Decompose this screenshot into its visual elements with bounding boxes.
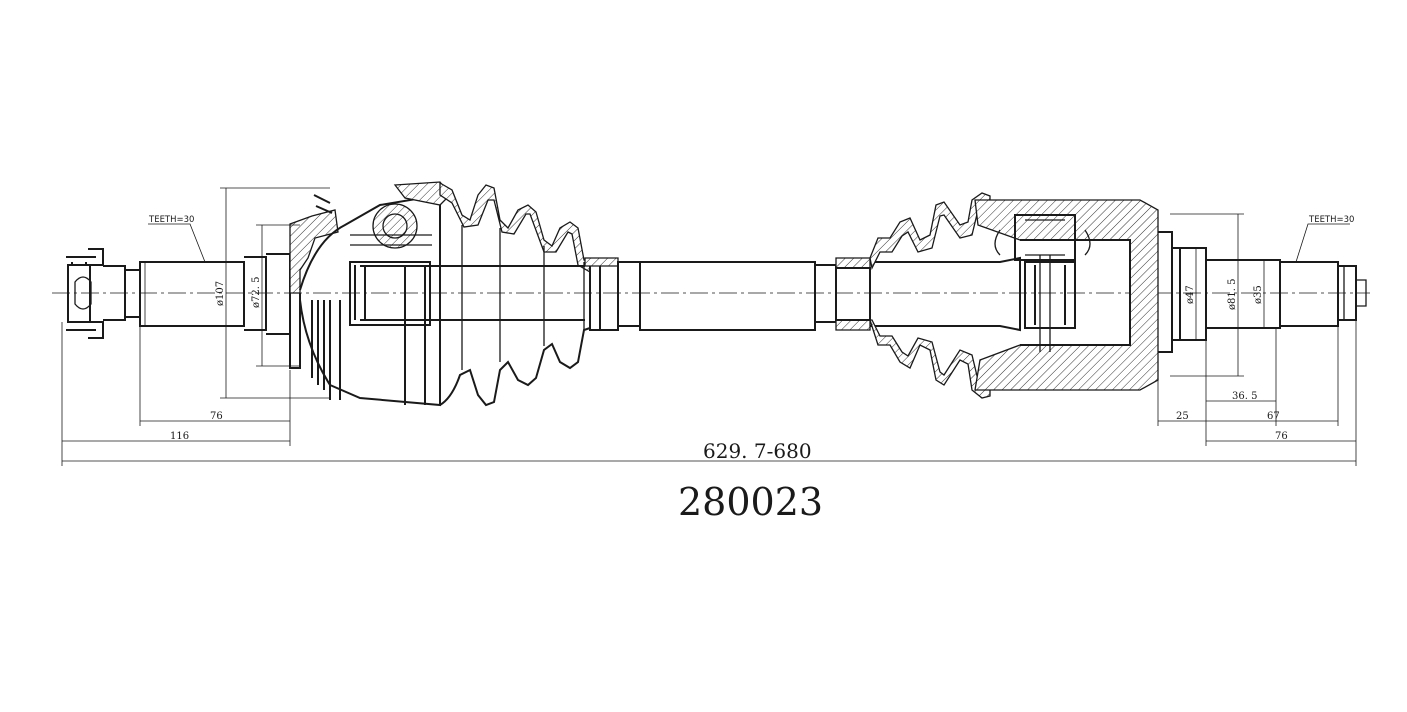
right-dia-81-label: ø81. 5 bbox=[1227, 279, 1238, 310]
left-teeth-label: TEETH=30 bbox=[148, 215, 194, 225]
right-dimensions bbox=[1157, 213, 1357, 466]
part-number: 280023 bbox=[678, 480, 823, 524]
right-teeth-label: TEETH=30 bbox=[1308, 215, 1354, 225]
right-tripod-joint bbox=[974, 199, 1159, 391]
right-dia-47-label: ø47 bbox=[1185, 285, 1196, 304]
right-dim-25-label: 25 bbox=[1176, 411, 1189, 422]
right-boot bbox=[869, 192, 991, 399]
middle-shaft bbox=[639, 256, 1021, 332]
left-dim-76-label: 76 bbox=[210, 411, 223, 422]
right-dim-67-label: 67 bbox=[1267, 411, 1280, 422]
right-dia-35-label: ø35 bbox=[1253, 285, 1264, 304]
right-dim-76-label: 76 bbox=[1275, 431, 1288, 442]
right-dim-36-label: 36. 5 bbox=[1232, 391, 1257, 402]
left-boot bbox=[439, 181, 591, 407]
left-dimensions bbox=[61, 187, 330, 466]
left-dia-72-label: ø72. 5 bbox=[251, 277, 262, 308]
left-dia-107-label: ø107 bbox=[215, 281, 226, 306]
overall-length-label: 629. 7-680 bbox=[703, 439, 812, 463]
left-dim-116-label: 116 bbox=[170, 431, 189, 442]
left-cv-joint bbox=[289, 181, 451, 407]
